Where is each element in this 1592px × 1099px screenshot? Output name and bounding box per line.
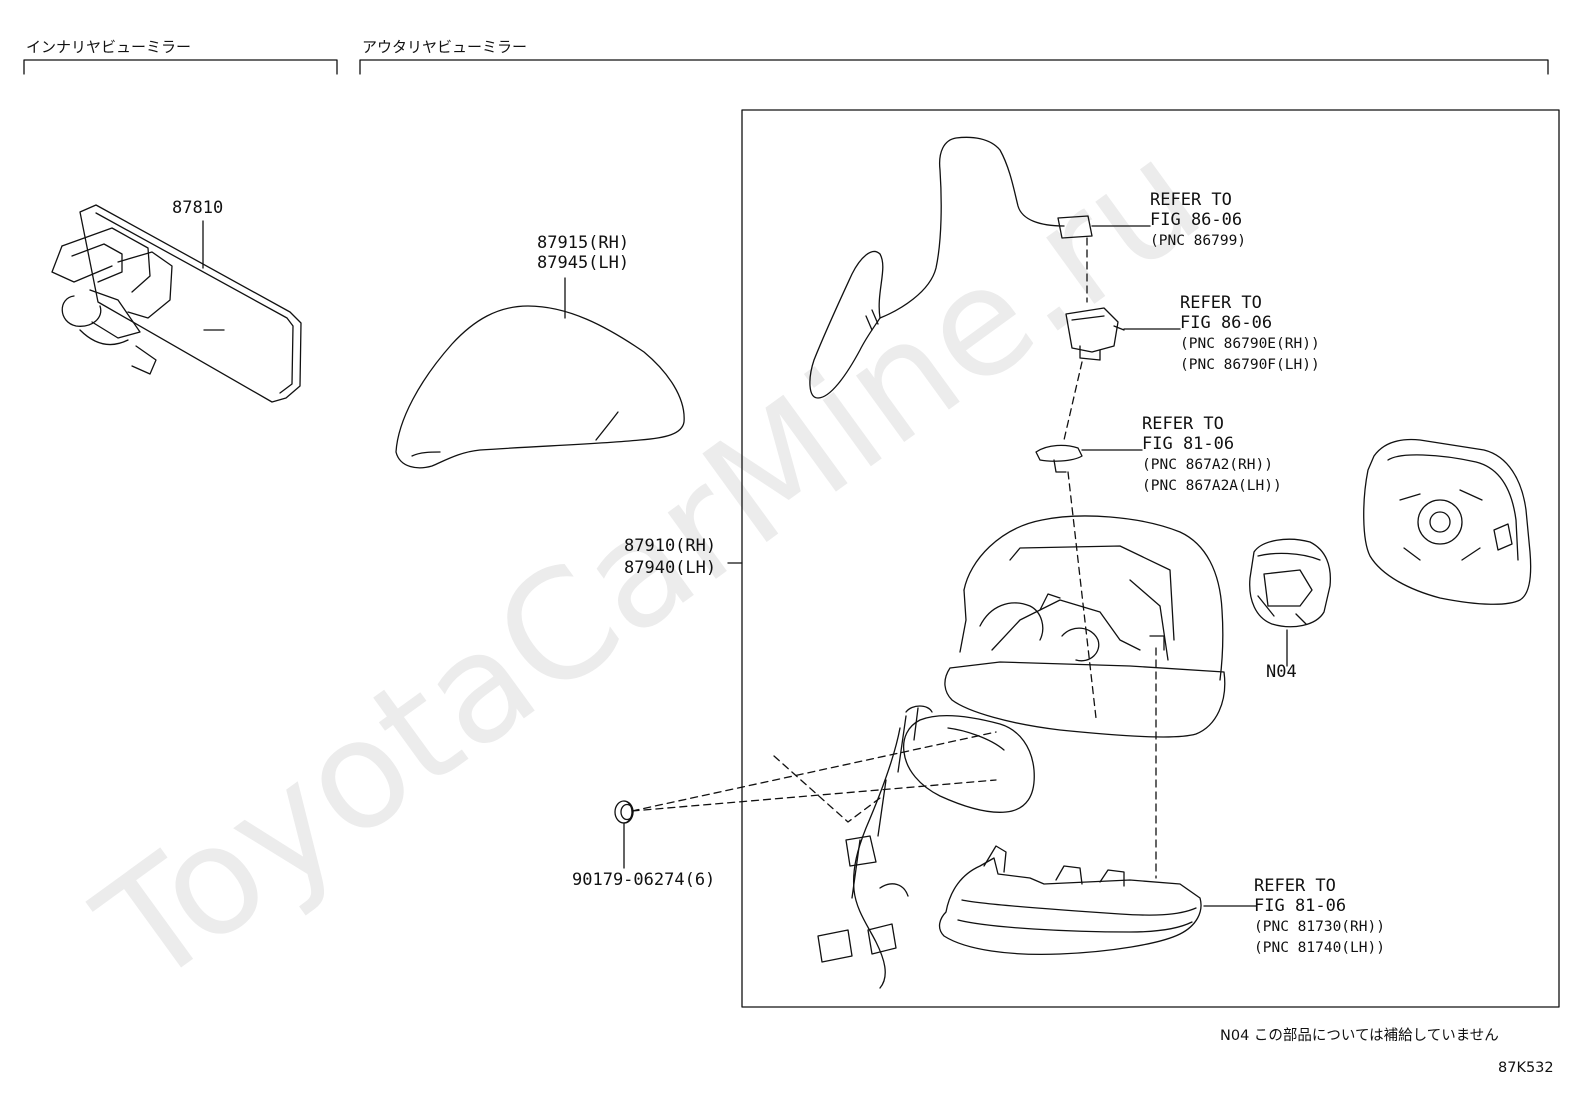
part-label-87940-lh: 87940(LH) — [624, 558, 717, 578]
mirror-cover-drawing — [395, 305, 685, 469]
ref-title: REFER TO — [1142, 414, 1224, 434]
wire-harness-drawing — [809, 136, 1093, 399]
figure-code: 87K532 — [1498, 1060, 1554, 1076]
ref-title: REFER TO — [1254, 876, 1336, 896]
section-title-outer: アウタリヤビューミラー — [362, 38, 528, 56]
bracket-outer — [359, 59, 1549, 75]
part-label-87810: 87810 — [172, 198, 224, 218]
ref-pnc: (PNC 86790F(LH)) — [1180, 357, 1320, 373]
mirror-glass-drawing — [1363, 438, 1532, 605]
part-label-n04: N04 — [1266, 662, 1297, 682]
ref-title: REFER TO — [1180, 293, 1262, 313]
motor-drawing — [1249, 538, 1332, 628]
dash-2 — [1063, 361, 1083, 441]
ref-fig: FIG 86-06 — [1150, 210, 1243, 230]
inner-mirror-drawing — [51, 204, 302, 403]
bracket-inner — [23, 59, 338, 75]
mirror-base-drawing — [817, 705, 1035, 989]
ref-fig: FIG 86-06 — [1180, 313, 1273, 333]
dash-screw-a — [631, 731, 997, 812]
part-label-90179: 90179-06274(6) — [572, 870, 716, 890]
ref-pnc: (PNC 867A2(RH)) — [1142, 457, 1273, 473]
ref-pnc: (PNC 86790E(RH)) — [1180, 336, 1320, 352]
ref-pnc: (PNC 867A2A(LH)) — [1142, 478, 1282, 494]
actuator-drawing — [1065, 307, 1125, 361]
ref-callout-86790: REFER TO FIG 86-06 (PNC 86790E(RH)) (PNC… — [1180, 293, 1320, 374]
dash-3 — [1067, 471, 1097, 719]
ref-fig: FIG 81-06 — [1142, 434, 1235, 454]
section-title-inner: インナリヤビューミラー — [26, 38, 192, 56]
dash-screw-b — [631, 779, 997, 812]
dash-screw-c — [773, 755, 881, 823]
ref-fig: FIG 81-06 — [1254, 896, 1347, 916]
outer-mirror-drawing — [944, 515, 1226, 738]
ref-callout-81730: REFER TO FIG 81-06 (PNC 81730(RH)) (PNC … — [1254, 876, 1385, 957]
ref-pnc: (PNC 81730(RH)) — [1254, 919, 1385, 935]
supply-note: N04 この部品については補給していません — [1220, 1028, 1499, 1044]
clip-drawing — [1035, 444, 1083, 473]
ref-title: REFER TO — [1150, 190, 1232, 210]
part-label-87945-lh: 87945(LH) — [537, 253, 630, 273]
ref-callout-867a2: REFER TO FIG 81-06 (PNC 867A2(RH)) (PNC … — [1142, 414, 1282, 495]
part-label-87910-rh: 87910(RH) — [624, 536, 717, 556]
turn-lamp-drawing — [938, 845, 1202, 955]
screw-drawing — [614, 800, 634, 824]
ref-pnc: (PNC 81740(LH)) — [1254, 940, 1385, 956]
part-label-87915-rh: 87915(RH) — [537, 233, 630, 253]
assembly-frame — [741, 109, 1560, 1008]
ref-callout-86799: REFER TO FIG 86-06 (PNC 86799) — [1150, 190, 1246, 250]
ref-pnc: (PNC 86799) — [1150, 233, 1247, 249]
